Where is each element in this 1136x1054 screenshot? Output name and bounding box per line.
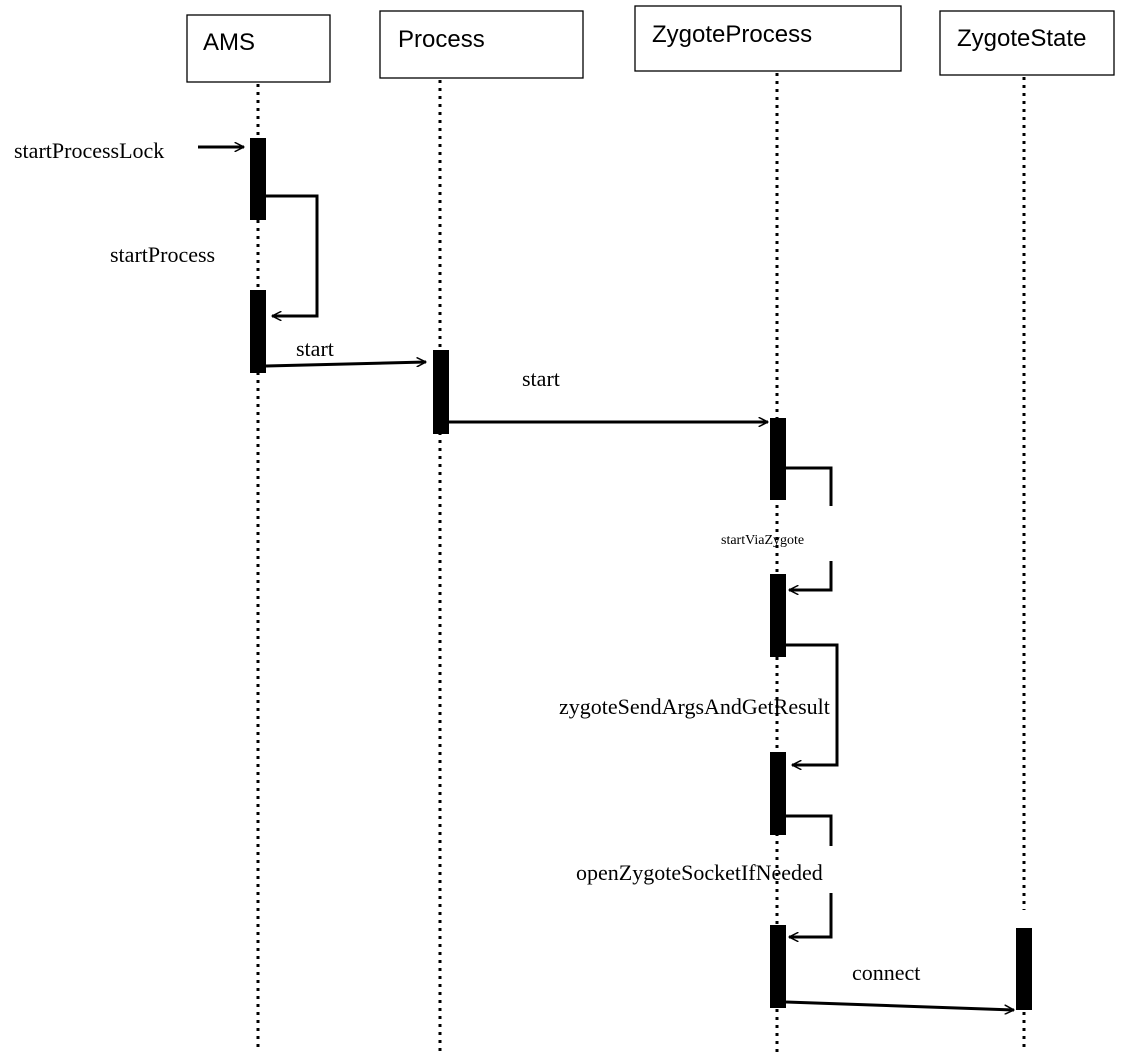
participant-zygote-state-box [939, 10, 1115, 76]
message-open-zygote-socket: openZygoteSocketIfNeeded [576, 814, 833, 937]
message-ams-to-process-start-arrow [265, 362, 426, 368]
message-start-process: startProcess [110, 194, 319, 316]
message-start-via-zygote: startViaZygote [721, 466, 833, 590]
activation-ams-1 [250, 138, 266, 220]
message-open-zygote-socket-arrow-bottom [789, 893, 833, 937]
message-ams-to-process-start: start [265, 336, 426, 368]
message-start-process-lock: startProcessLock [14, 138, 244, 163]
message-start-process-lock-label: startProcessLock [14, 138, 164, 163]
participant-ams: AMS [186, 14, 331, 83]
activation-ams-2 [250, 290, 266, 373]
participant-zygote-process-label: ZygoteProcess [652, 21, 812, 48]
participant-process-label: Process [398, 26, 485, 53]
message-process-to-zygote-start-label: start [522, 366, 560, 391]
participant-ams-box [186, 14, 331, 83]
activation-zygote-process-3 [770, 752, 786, 835]
message-open-zygote-socket-arrow-top [786, 814, 833, 846]
participant-zygote-state: ZygoteState [939, 10, 1115, 76]
message-open-zygote-socket-label: openZygoteSocketIfNeeded [576, 860, 823, 885]
activation-process-1 [433, 350, 449, 434]
message-connect-label: connect [852, 960, 920, 985]
participant-process-box [379, 10, 584, 79]
message-start-process-arrow [266, 194, 319, 316]
message-ams-to-process-start-label: start [296, 336, 334, 361]
message-start-via-zygote-label: startViaZygote [721, 533, 804, 548]
participant-zygote-state-label: ZygoteState [957, 25, 1086, 52]
message-zygote-send-args: zygoteSendArgsAndGetResult [559, 643, 839, 765]
message-start-process-label: startProcess [110, 242, 215, 267]
message-process-to-zygote-start: start [449, 366, 768, 422]
participant-process: Process [379, 10, 584, 79]
activation-zygote-process-2 [770, 574, 786, 657]
participant-ams-label: AMS [203, 29, 255, 56]
message-connect: connect [785, 960, 1014, 1010]
message-connect-arrow [785, 1000, 1014, 1010]
activation-zygote-process-1 [770, 418, 786, 500]
message-start-via-zygote-arrow-bottom [789, 561, 833, 590]
message-zygote-send-args-arrow [786, 643, 839, 765]
participant-zygote-process-box [634, 5, 902, 72]
message-start-via-zygote-arrow-top [786, 466, 833, 506]
activation-zygote-state-1 [1016, 928, 1032, 1010]
activation-zygote-process-4 [770, 925, 786, 1008]
message-zygote-send-args-label: zygoteSendArgsAndGetResult [559, 694, 830, 719]
participant-zygote-process: ZygoteProcess [634, 5, 902, 72]
